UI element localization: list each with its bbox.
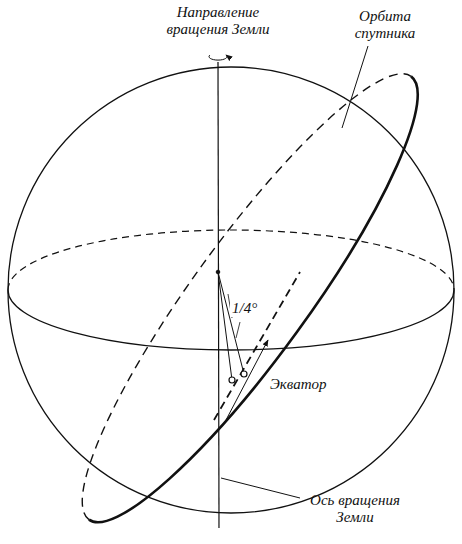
rotation-arrow	[209, 55, 227, 60]
angle-line	[218, 272, 232, 380]
orbit-back	[42, 42, 411, 519]
leader-line	[342, 46, 368, 128]
orbit-front	[89, 76, 458, 544]
leader-line	[236, 322, 240, 338]
text-label: Экватор	[268, 376, 329, 393]
equator-front	[8, 290, 454, 350]
text-label: 1/4°	[230, 300, 259, 317]
track-arrow	[226, 340, 268, 420]
earth-outline	[8, 67, 454, 513]
earth-axis	[218, 62, 219, 528]
centre-dot	[216, 270, 220, 274]
leader-line	[221, 478, 300, 498]
text-label: Направление вращения Земли	[148, 4, 288, 38]
node-point	[241, 371, 247, 377]
equator-back	[8, 230, 454, 290]
ground-track	[214, 272, 300, 420]
node-point	[229, 377, 235, 383]
text-label: Ось вращения Земли	[300, 492, 410, 526]
text-label: Орбита спутника	[330, 8, 440, 42]
angle-line	[218, 272, 244, 374]
